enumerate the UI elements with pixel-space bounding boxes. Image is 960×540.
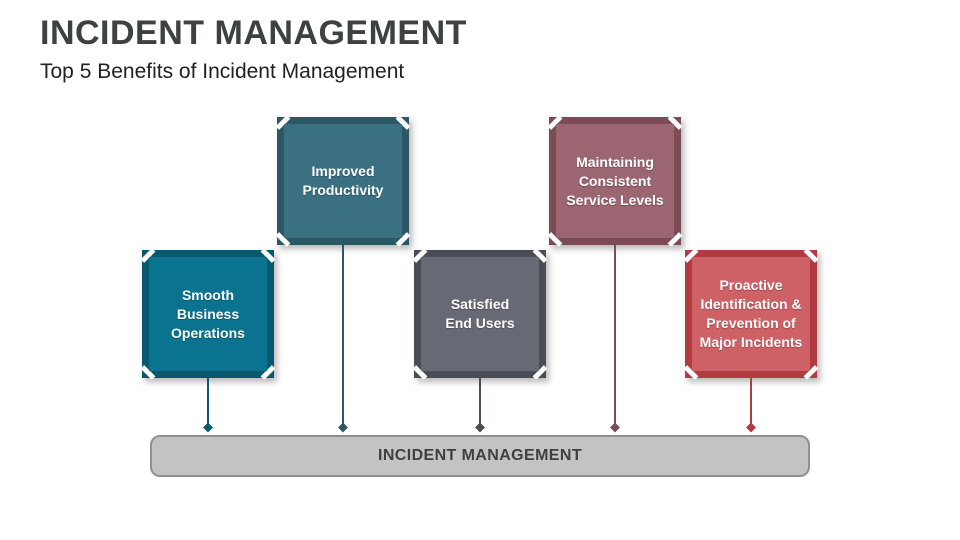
page-title: INCIDENT MANAGEMENT [40,14,467,52]
benefit-box-fill: Satisfied End Users [421,257,539,371]
benefit-box-satisfied-end-users: Satisfied End Users [412,248,548,380]
benefit-box-frame: Proactive Identification & Prevention of… [683,248,819,380]
connector-line [342,245,344,428]
benefit-label: Smooth Business Operations [171,286,245,341]
benefit-box-fill: Improved Productivity [284,124,402,238]
benefit-box-improved-productivity: Improved Productivity [275,115,411,247]
benefit-box-fill: Maintaining Consistent Service Levels [556,124,674,238]
benefit-box-frame: Maintaining Consistent Service Levels [547,115,683,247]
benefit-box-maintaining-consistent-service-levels: Maintaining Consistent Service Levels [547,115,683,247]
connector-line [614,245,616,428]
benefit-label: Satisfied End Users [445,296,515,331]
benefit-box-frame: Smooth Business Operations [140,248,276,380]
connector-line [207,378,209,428]
benefit-label: Proactive Identification & Prevention of… [699,277,803,350]
page-subtitle: Top 5 Benefits of Incident Management [40,60,405,83]
base-bar-label: INCIDENT MANAGEMENT [377,447,583,464]
incident-management-base-bar: INCIDENT MANAGEMENT [150,435,810,477]
benefit-box-proactive-identification: Proactive Identification & Prevention of… [683,248,819,380]
benefit-box-frame: Satisfied End Users [412,248,548,380]
connector-line [479,378,481,428]
benefit-box-frame: Improved Productivity [275,115,411,247]
benefit-box-fill: Smooth Business Operations [149,257,267,371]
benefit-box-smooth-business-operations: Smooth Business Operations [140,248,276,380]
connector-line [750,378,752,428]
benefit-label: Improved Productivity [302,163,384,198]
benefit-label: Maintaining Consistent Service Levels [566,153,664,208]
benefit-box-fill: Proactive Identification & Prevention of… [692,257,810,371]
